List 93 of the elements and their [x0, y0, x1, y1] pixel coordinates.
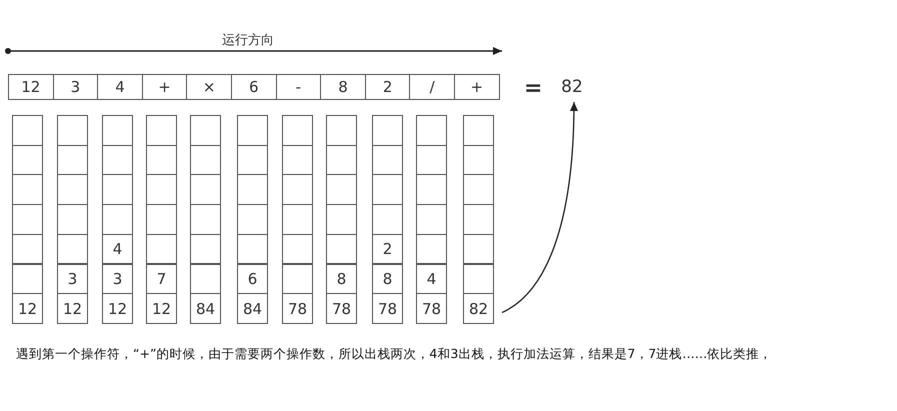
stack-cell [237, 234, 268, 264]
stack-cell [237, 204, 268, 235]
stack-cell [372, 144, 403, 176]
stack-cell: 4 [416, 264, 447, 294]
stack-cell [463, 144, 494, 176]
token-cell: 4 [97, 74, 143, 100]
stack-cell [146, 234, 177, 264]
stack-cell [326, 115, 357, 146]
stack-cell [416, 234, 447, 264]
caption: 遇到第一个操作符，“+”的时候，由于需要两个操作数，所以出栈两次，4和3出栈，执行加法运算，结果是7，7进栈……依比类推， [16, 346, 772, 363]
stack-cell: 12 [12, 293, 43, 324]
stack-cell [146, 174, 177, 206]
stack-cell: 12 [57, 293, 88, 324]
token-cell: - [276, 74, 322, 100]
equals-sign: = [524, 76, 542, 101]
stack-cell [57, 174, 88, 206]
stack-cell [12, 264, 43, 294]
stack-cell: 78 [372, 293, 403, 324]
stack-cell [12, 144, 43, 176]
stack-cell [57, 115, 88, 146]
token-cell: 8 [320, 74, 366, 100]
stack-cell [57, 144, 88, 176]
stack-cell [190, 174, 221, 206]
stack-cell [416, 144, 447, 176]
stack-cell: 12 [102, 293, 133, 324]
stack-cell: 84 [190, 293, 221, 324]
stack-cell [102, 115, 133, 146]
stack-cell [372, 174, 403, 206]
stack-cell [146, 144, 177, 176]
token-cell: 6 [231, 74, 277, 100]
stack-cell [282, 234, 313, 264]
stack-cell: 78 [326, 293, 357, 324]
stack-cell [237, 174, 268, 206]
stack-cell [372, 115, 403, 146]
stack-cell [102, 174, 133, 206]
stack-cell [146, 115, 177, 146]
stack-cell [326, 204, 357, 235]
stack-cell [282, 174, 313, 206]
stack-cell [463, 204, 494, 235]
token-cell: 12 [8, 74, 54, 100]
stack-cell [416, 204, 447, 235]
stack-cell [57, 204, 88, 235]
stack-cell [190, 144, 221, 176]
stack-cell: 8 [372, 264, 403, 294]
stack-cell [190, 204, 221, 235]
stack-cell: 3 [57, 264, 88, 294]
stack-cell: 12 [146, 293, 177, 324]
stack-cell: 3 [102, 264, 133, 294]
stack-cell [416, 115, 447, 146]
stack-cell [102, 144, 133, 176]
stack-cell [282, 264, 313, 294]
token-cell: / [409, 74, 455, 100]
stack-cell [12, 234, 43, 264]
stack-cell [146, 204, 177, 235]
stack-cell [190, 264, 221, 294]
token-cell: + [454, 74, 500, 100]
stack-cell [282, 144, 313, 176]
token-cell: × [186, 74, 232, 100]
token-cell: + [142, 74, 188, 100]
token-cell: 3 [52, 74, 98, 100]
stack-cell [463, 264, 494, 294]
stack-cell: 6 [237, 264, 268, 294]
stack-cell [102, 204, 133, 235]
token-cell: 2 [364, 74, 410, 100]
stack-cell: 78 [416, 293, 447, 324]
stack-cell: 4 [102, 234, 133, 264]
stack-cell [190, 234, 221, 264]
stack-cell [190, 115, 221, 146]
stack-cell [237, 115, 268, 146]
stack-cell [326, 174, 357, 206]
stack-cell [463, 234, 494, 264]
stack-cell [237, 144, 268, 176]
stack-cell [463, 174, 494, 206]
stack-cell [57, 234, 88, 264]
stack-cell: 78 [282, 293, 313, 324]
direction-label: 运行方向 [222, 32, 274, 49]
stack-cell: 7 [146, 264, 177, 294]
stack-cell [463, 115, 494, 146]
stack-cell [12, 174, 43, 206]
stack-cell [282, 204, 313, 235]
stack-cell: 84 [237, 293, 268, 324]
stack-cell [326, 234, 357, 264]
stack-cell [282, 115, 313, 146]
stack-cell [416, 174, 447, 206]
curved-arrow [502, 102, 578, 314]
stack-cell: 82 [463, 293, 494, 324]
stack-cell [326, 144, 357, 176]
stack-cell [372, 204, 403, 235]
stack-cell [12, 204, 43, 235]
stack-cell: 2 [372, 234, 403, 264]
result-value: 82 [552, 74, 592, 100]
stack-cell: 8 [326, 264, 357, 294]
stack-cell [12, 115, 43, 146]
